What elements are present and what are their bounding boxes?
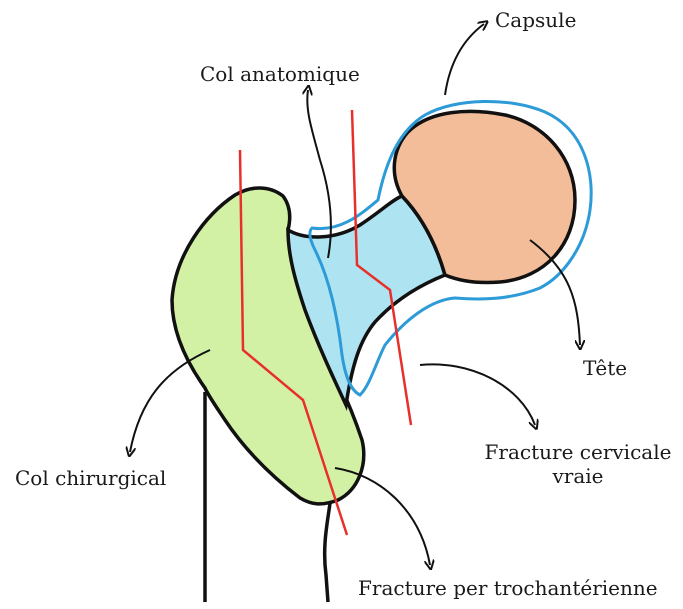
label-fracture-cervicale-line1: Fracture cervicale <box>478 440 678 464</box>
label-fracture-cervicale: Fracture cervicale vraie <box>478 440 678 488</box>
arrow-capsule <box>445 24 484 95</box>
arrow-fracture-cervicale <box>420 364 535 425</box>
label-fracture-per-trochanterienne: Fracture per trochantérienne <box>358 576 658 600</box>
label-fracture-cervicale-line2: vraie <box>478 464 678 488</box>
label-col-anatomique: Col anatomique <box>200 62 360 86</box>
label-col-chirurgical: Col chirurgical <box>15 466 166 490</box>
label-tete: Tête <box>583 356 627 380</box>
shaft-right-line <box>325 503 330 602</box>
label-capsule: Capsule <box>495 8 576 32</box>
